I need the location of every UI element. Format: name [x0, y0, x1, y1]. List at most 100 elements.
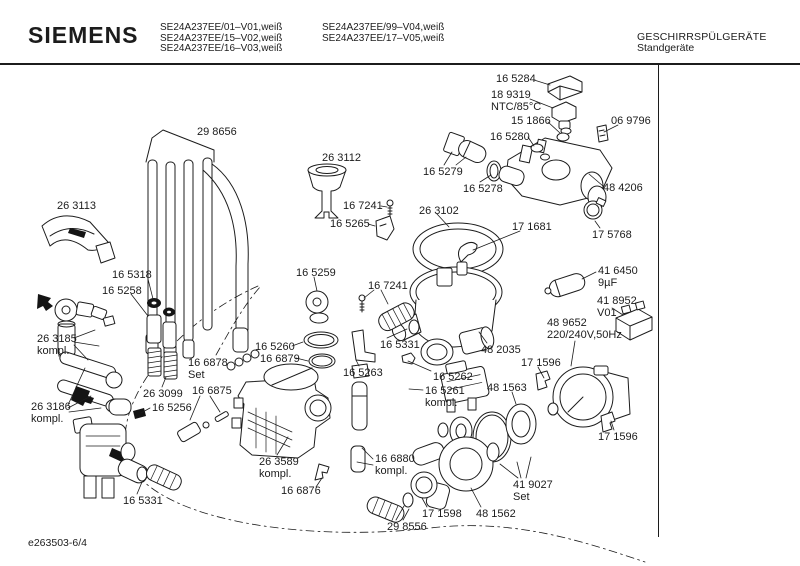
inlet-manifold-group: [443, 75, 613, 220]
part-note: 9µF: [598, 277, 618, 289]
document-reference: e263503-6/4: [28, 537, 87, 549]
small-fasteners: [177, 411, 229, 443]
model-list-column1: SE24A237EE/01–V01,weiß SE24A237EE/15–V02…: [160, 22, 283, 55]
leader-line: [291, 341, 304, 347]
part-note: V01: [597, 307, 617, 319]
part-label: 16 5260: [255, 341, 295, 353]
leader-line: [581, 271, 597, 280]
leader-line: [603, 124, 619, 133]
leader-line: [407, 360, 432, 372]
leader-line: [136, 481, 143, 495]
model-number: SE24A237EE/16–V03,weiß: [160, 43, 283, 54]
category-subtitle: Standgeräte: [637, 42, 695, 54]
corrugated-hose: [378, 302, 420, 335]
leader-line: [380, 205, 388, 208]
leader-line: [73, 344, 89, 361]
capacitor: [544, 273, 586, 298]
part-number: 16 5256: [152, 402, 192, 414]
part-number: 16 5331: [380, 339, 420, 351]
leader-line: [479, 174, 492, 183]
motor-clip: [535, 370, 551, 391]
part-number: 26 3112: [322, 152, 361, 164]
part-number: 26 3185: [37, 333, 77, 345]
part-label: 17 5768: [592, 229, 632, 241]
aquastop-unit: [37, 294, 146, 419]
part-number: 26 3113: [57, 200, 96, 212]
leader-line: [367, 223, 376, 227]
leader-line: [570, 340, 576, 367]
part-number: 48 4206: [603, 182, 643, 194]
leader-line: [594, 220, 601, 229]
part-number: 17 1681: [512, 221, 552, 233]
leader-line: [611, 307, 624, 316]
regeneration-valve: [440, 360, 490, 413]
part-note: kompl.: [259, 468, 292, 480]
phantom-group-curve: [124, 285, 646, 563]
leader-line: [533, 79, 551, 86]
part-number: 16 5258: [102, 285, 142, 297]
part-label: 16 5331: [123, 495, 163, 507]
leader-line: [436, 213, 450, 228]
model-number: SE24A237EE/17–V05,weiß: [322, 32, 445, 44]
part-number: 16 5263: [343, 367, 383, 379]
curved-bracket: [41, 215, 116, 264]
part-label: 26 3112: [322, 152, 361, 164]
part-label: 16 6876: [281, 485, 321, 497]
part-note: kompl.: [37, 345, 70, 357]
part-label: 16 5280: [490, 131, 530, 143]
leader-line: [355, 359, 360, 367]
leader-line: [380, 289, 389, 305]
leader-line: [209, 395, 221, 413]
leader-line: [516, 461, 522, 479]
part-number: 17 5768: [592, 229, 632, 241]
leader-line: [529, 98, 554, 109]
part-label: 16 5263: [343, 367, 383, 379]
header-divider: [0, 63, 800, 65]
micro-switch: [615, 300, 653, 341]
part-number: 16 7241: [343, 200, 383, 212]
part-number: 06 9796: [611, 115, 651, 127]
leader-line: [588, 173, 604, 187]
part-label: 16 5262: [433, 371, 473, 383]
drain-hose: [366, 492, 414, 523]
mount-wedge: [375, 215, 395, 241]
part-number: 17 1596: [521, 357, 561, 369]
leader-line: [395, 505, 405, 521]
part-note: kompl.: [425, 397, 458, 409]
part-label: 48 1562: [476, 508, 516, 520]
leader-line: [276, 436, 289, 456]
leader-line: [295, 357, 309, 362]
leader-line: [130, 293, 149, 317]
spray-bearing-rings: [303, 290, 339, 369]
part-number: 26 3589: [259, 456, 299, 468]
model-number: SE24A237EE/99–V04,weiß: [322, 22, 445, 33]
part-number: 16 5260: [255, 341, 295, 353]
leader-line: [610, 420, 615, 431]
funnel: [307, 163, 347, 219]
leader-line: [443, 151, 453, 166]
part-number: 16 5265: [330, 218, 370, 230]
part-label: 16 7241: [368, 280, 408, 292]
part-label: 16 5284: [496, 73, 536, 85]
part-number: 16 6875: [192, 385, 232, 397]
part-label: 29 8656: [197, 126, 237, 138]
model-number: SE24A237EE/15–V02,weiß: [160, 32, 283, 44]
part-number: 48 1563: [487, 382, 527, 394]
part-number: 16 5261: [425, 385, 465, 397]
leader-line: [421, 497, 428, 508]
heat-exchanger-body: [226, 349, 332, 459]
part-number: 15 1866: [511, 115, 551, 127]
cam-piece: [133, 408, 146, 419]
part-label: 16 5258: [102, 285, 142, 297]
leader-line: [73, 341, 100, 347]
part-number: 16 5280: [490, 131, 530, 143]
model-number: SE24A237EE/01–V01,weiß: [160, 22, 283, 33]
category-title-block: GESCHIRRSPÜLGERÄTE Standgeräte: [637, 32, 767, 54]
screw: [358, 199, 394, 313]
part-number: 41 6450: [598, 265, 638, 277]
leader-line: [537, 366, 545, 379]
leader-lines: [67, 79, 624, 521]
